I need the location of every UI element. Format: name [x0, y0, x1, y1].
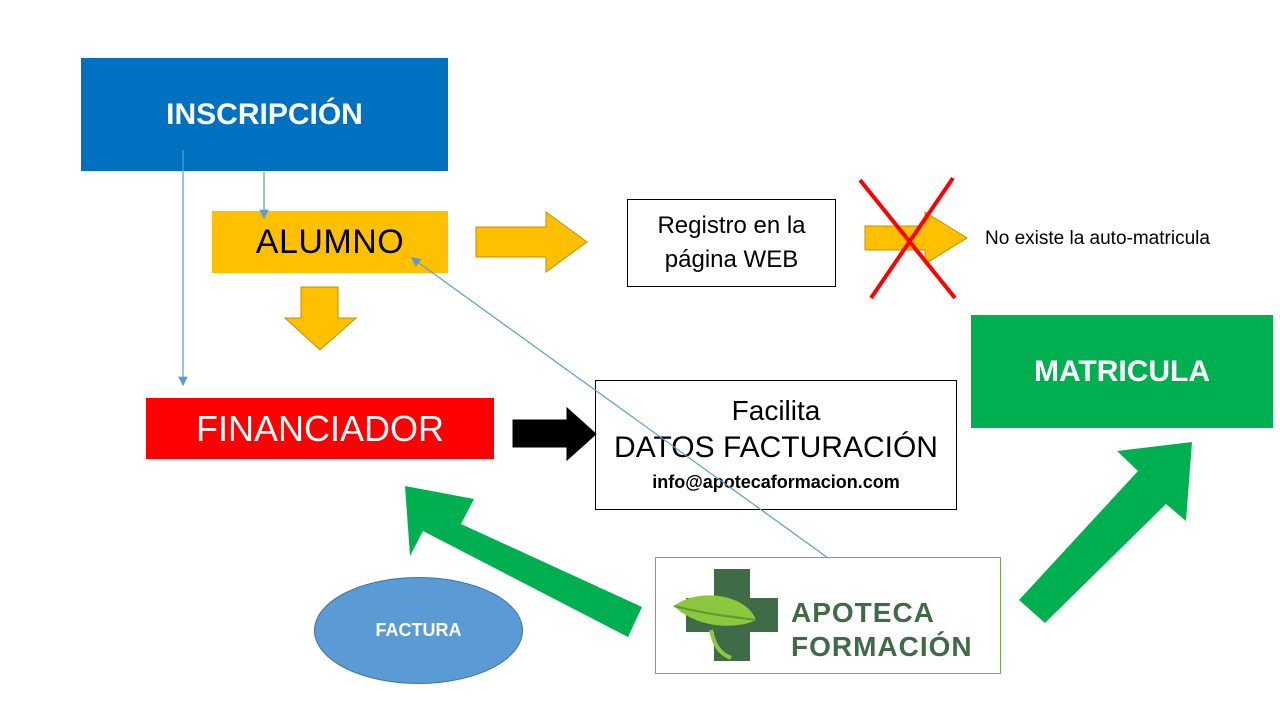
facilita-datos-box: Facilita DATOS FACTURACIÓN info@apotecaf… — [595, 380, 957, 510]
apoteca-logo: APOTECA FORMACIÓN — [655, 557, 1001, 674]
registro-line-2: página WEB — [664, 246, 799, 273]
cross-line-2 — [869, 176, 955, 300]
factura-ellipse: FACTURA — [314, 577, 523, 684]
cross-line-1 — [858, 178, 957, 300]
inscripcion-box: INSCRIPCIÓN — [81, 58, 448, 171]
no-auto-matricula-note: No existe la auto-matricula — [985, 228, 1210, 249]
registro-line-1: Registro en la — [657, 212, 806, 239]
apoteca-cross-leaf-icon — [673, 569, 778, 661]
financiador-box: FINANCIADOR — [146, 398, 494, 459]
logo-line-2: FORMACIÓN — [791, 631, 973, 662]
alumno-to-registro-arrow — [475, 211, 588, 273]
matricula-box: MATRICULA — [971, 315, 1273, 428]
alumno-label: ALUMNO — [255, 222, 405, 261]
registro-to-note-arrow — [864, 211, 968, 265]
financiador-label: FINANCIADOR — [195, 407, 444, 449]
alumno-to-financiador-arrow — [283, 286, 358, 351]
apoteca-logo-text: APOTECA FORMACIÓN — [791, 596, 973, 664]
logo-line-1: APOTECA — [791, 597, 935, 628]
facilita-email: info@apotecaformacion.com — [652, 472, 900, 492]
facilita-line-1: Facilita — [731, 395, 821, 426]
matricula-label: MATRICULA — [1033, 354, 1211, 388]
facilita-line-2: DATOS FACTURACIÓN — [614, 431, 938, 464]
inscripcion-label: INSCRIPCIÓN — [166, 97, 363, 131]
alumno-box: ALUMNO — [212, 211, 448, 273]
factura-label: FACTURA — [375, 620, 462, 640]
registro-web-box: Registro en la página WEB — [627, 199, 836, 287]
financiador-to-facilita-arrow — [512, 406, 597, 462]
logo-to-matricula-arrow — [1019, 442, 1192, 623]
